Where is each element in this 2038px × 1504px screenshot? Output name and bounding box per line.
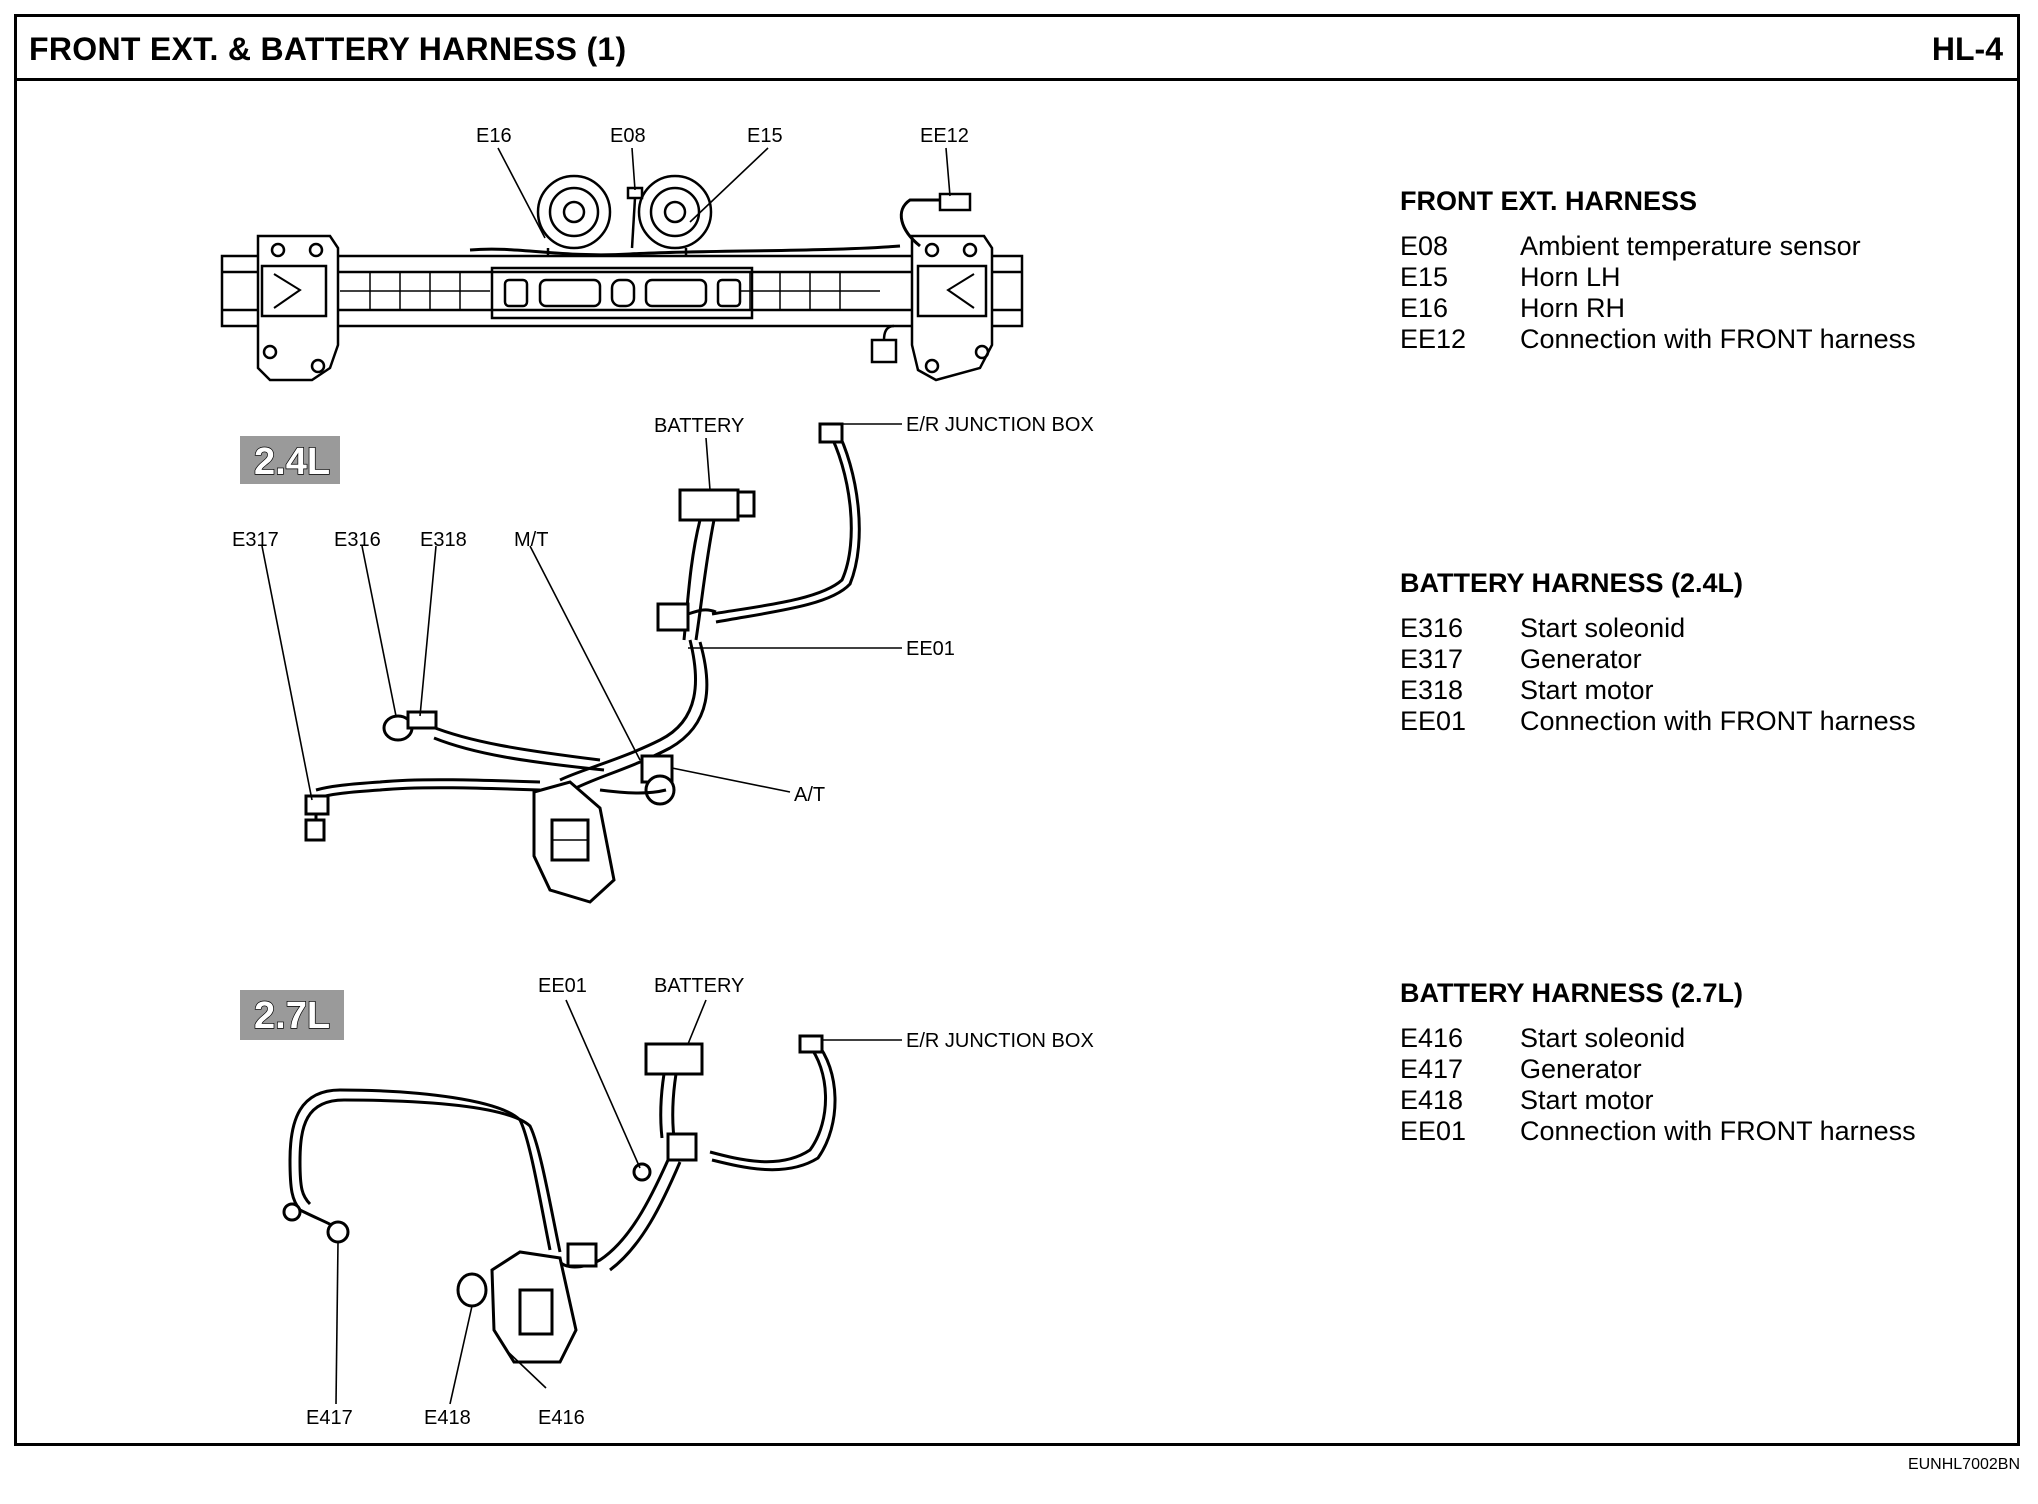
- battery-harness-24-leader-lines: [261, 423, 902, 801]
- label-mt: M/T: [514, 529, 548, 551]
- front-ext-harness-drawing: [220, 174, 1024, 382]
- front-ext-leader-lines: [497, 147, 951, 239]
- label-battery-24: BATTERY: [654, 415, 744, 437]
- label-junction-box-27: E/R JUNCTION BOX: [906, 1030, 1094, 1052]
- document-code: EUNHL7002BN: [1907, 1456, 2020, 1473]
- page-title: FRONT EXT. & BATTERY HARNESS (1): [29, 31, 627, 67]
- label-e318: E318: [420, 529, 467, 551]
- battery-harness-27-drawing: [282, 1034, 837, 1364]
- label-e418: E418: [424, 1407, 471, 1429]
- label-e15: E15: [747, 125, 783, 147]
- legend-title: BATTERY HARNESS (2.4L): [1400, 568, 1744, 598]
- label-ee12: EE12: [920, 125, 969, 147]
- page-frame: FRONT EXT. & BATTERY HARNESS (1) HL-4: [14, 14, 2020, 1446]
- front-ext-labels: E16 E08 E15 EE12: [476, 125, 969, 147]
- label-ee01-24: EE01: [906, 638, 955, 660]
- badge-2-4l: 2.4L: [240, 436, 340, 484]
- label-e316: E316: [334, 529, 381, 551]
- page-number: HL-4: [1931, 31, 2003, 67]
- label-at: A/T: [794, 784, 825, 806]
- badge-2-7l: 2.7L: [240, 990, 344, 1040]
- svg-text:2.7L: 2.7L: [254, 995, 330, 1037]
- label-junction-box-24: E/R JUNCTION BOX: [906, 414, 1094, 436]
- svg-text:2.4L: 2.4L: [254, 441, 330, 483]
- legend-title: BATTERY HARNESS (2.7L): [1400, 978, 1744, 1008]
- label-e08: E08: [610, 125, 646, 147]
- battery-harness-27-leader-lines: [335, 999, 902, 1405]
- label-e317: E317: [232, 529, 279, 551]
- battery-harness-24-labels: BATTERY E/R JUNCTION BOX E317 E316 E318 …: [232, 414, 1094, 806]
- page-header: FRONT EXT. & BATTERY HARNESS (1) HL-4: [17, 17, 2017, 81]
- battery-harness-24-drawing: [304, 422, 861, 904]
- label-ee01-27: EE01: [538, 975, 587, 997]
- legend-title: FRONT EXT. HARNESS: [1400, 186, 1698, 216]
- battery-harness-27-labels: EE01 BATTERY E/R JUNCTION BOX E417 E418 …: [306, 975, 1094, 1429]
- label-e417: E417: [306, 1407, 353, 1429]
- label-e16: E16: [476, 125, 512, 147]
- label-battery-27: BATTERY: [654, 975, 744, 997]
- label-e416: E416: [538, 1407, 585, 1429]
